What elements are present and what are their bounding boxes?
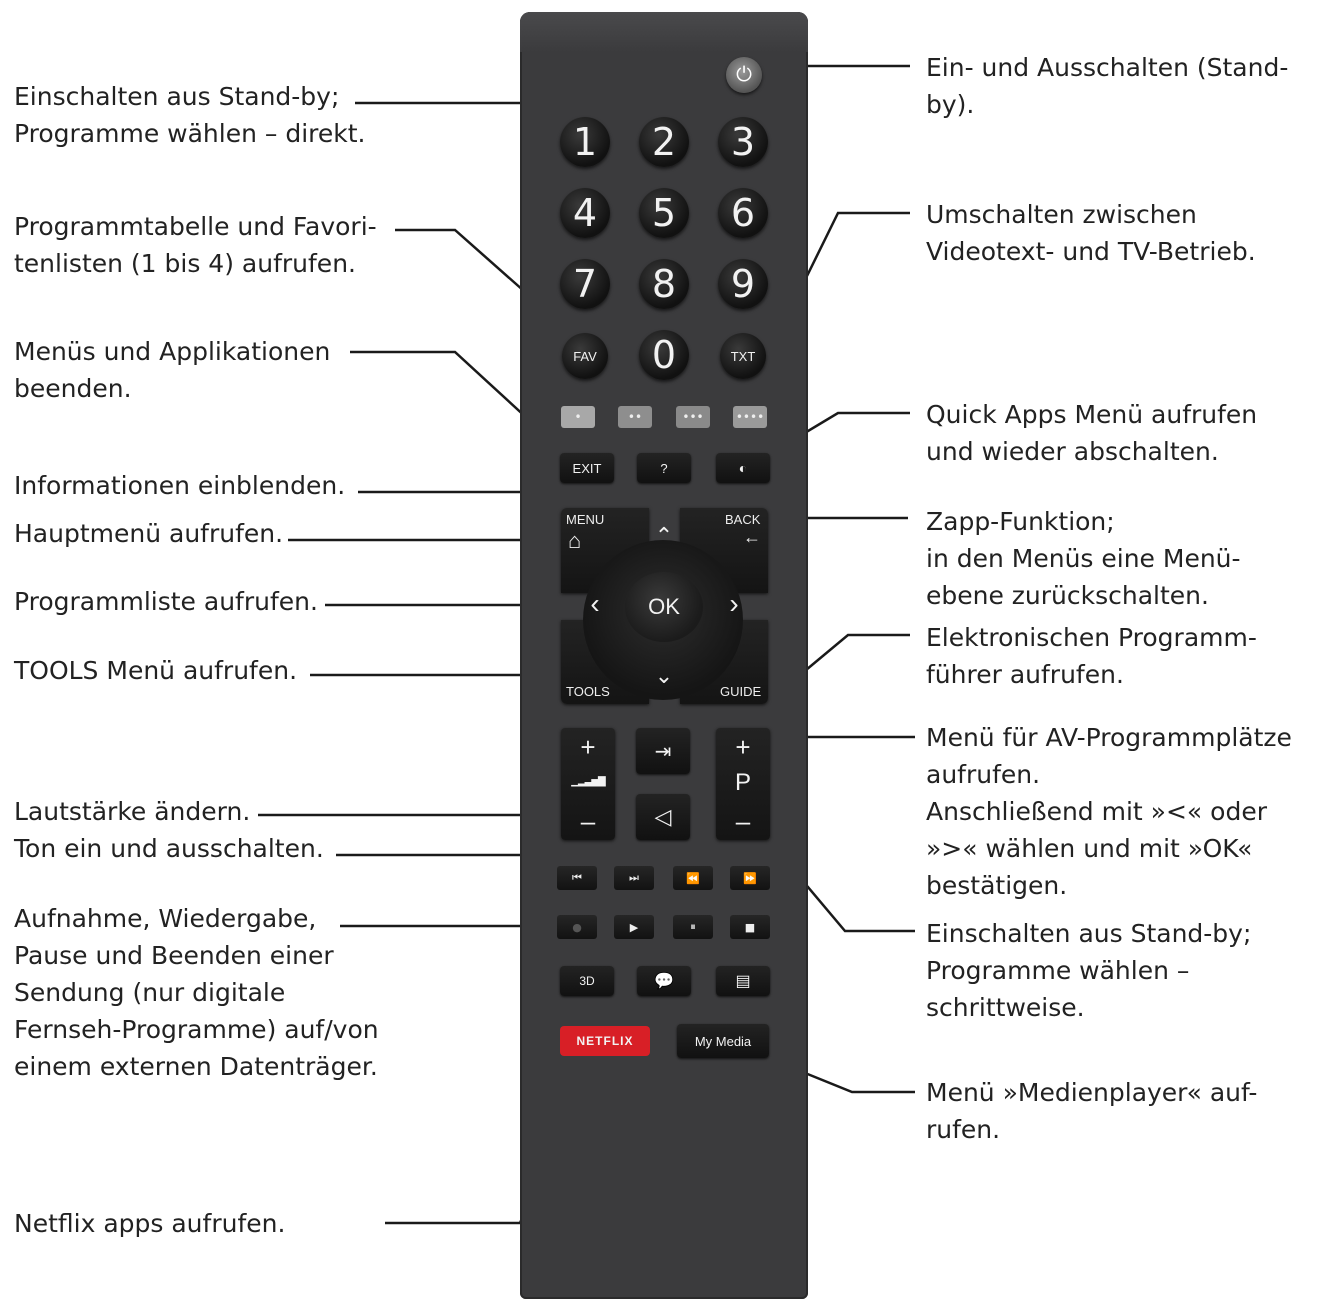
rewind-icon: ⏪ xyxy=(686,871,700,885)
txt-button[interactable]: TXT xyxy=(720,333,766,379)
remote-top xyxy=(520,12,808,52)
program-minus-button[interactable]: – xyxy=(735,805,751,836)
rewind-button[interactable]: ⏪ xyxy=(673,866,713,890)
power-button[interactable]: ⏻ xyxy=(726,57,762,93)
left-arrow-icon[interactable]: ‹ xyxy=(590,588,600,619)
quick-apps-button[interactable]: ◐ xyxy=(716,453,770,483)
program-label: P xyxy=(734,769,751,796)
input-source-icon: ⇥ xyxy=(654,740,672,763)
info-button[interactable]: ? xyxy=(637,453,691,483)
label-fav: Programmtabelle und Favori-tenlisten (1 … xyxy=(14,212,377,278)
ok-button[interactable]: OK xyxy=(625,572,703,642)
label-program: Einschalten aus Stand-by;Programme wähle… xyxy=(926,919,1252,1022)
program-rocker[interactable] xyxy=(716,728,770,840)
exit-button[interactable]: EXIT xyxy=(560,453,614,483)
3d-button[interactable]: 3D xyxy=(560,966,614,996)
label-menu: Hauptmenü aufrufen. xyxy=(14,519,284,548)
color-button-1[interactable]: • xyxy=(561,406,595,428)
digit-7-button[interactable]: 7 xyxy=(560,259,610,309)
digit-1-button[interactable]: 1 xyxy=(560,117,610,167)
home-icon: ⌂ xyxy=(568,528,582,553)
subtitle-button[interactable]: ▤ xyxy=(716,966,770,996)
digit-0-button[interactable]: 0 xyxy=(639,330,689,380)
quick-apps-icon: ◐ xyxy=(738,460,748,476)
fav-button[interactable]: FAV xyxy=(562,333,608,379)
label-info: Informationen einblenden. xyxy=(14,471,346,500)
av-source-button[interactable]: ⇥ xyxy=(636,728,690,774)
right-arrow-icon[interactable]: › xyxy=(729,588,739,619)
menu-label: MENU xyxy=(566,512,605,527)
stop-button[interactable]: ■ xyxy=(730,915,770,939)
color-button-4[interactable]: •••• xyxy=(733,406,767,428)
down-arrow-icon[interactable]: ⌄ xyxy=(654,663,674,688)
label-power: Ein- und Ausschalten (Stand-by). xyxy=(926,53,1289,119)
skip-back-icon: ⏮ xyxy=(572,871,582,884)
digit-6-button[interactable]: 6 xyxy=(718,188,768,238)
skip-back-button[interactable]: ⏮ xyxy=(557,866,597,890)
label-netflix: Netflix apps aufrufen. xyxy=(14,1209,286,1238)
pause-button[interactable]: ⏸ xyxy=(673,915,713,939)
volume-bars-icon: ▁▂▃▅▇ xyxy=(571,775,605,787)
label-transport: Aufnahme, Wiedergabe,Pause und Beenden e… xyxy=(14,904,379,1081)
stop-icon: ■ xyxy=(744,920,756,934)
record-icon: ● xyxy=(572,920,582,934)
speaker-mute-icon: ◁ xyxy=(654,804,672,829)
label-ok: Programmliste aufrufen. xyxy=(14,587,318,616)
digit-8-button[interactable]: 8 xyxy=(639,259,689,309)
up-arrow-icon[interactable]: ⌃ xyxy=(654,523,674,548)
fast-forward-icon: ⏩ xyxy=(743,871,757,885)
play-icon: ▶ xyxy=(629,920,639,934)
mute-button[interactable]: ◁ xyxy=(636,794,690,840)
color-button-2[interactable]: •• xyxy=(618,406,652,428)
record-button[interactable]: ● xyxy=(557,915,597,939)
audio-language-button[interactable]: 💬 xyxy=(637,966,691,996)
skip-forward-button[interactable]: ⏭ xyxy=(614,866,654,890)
label-volume-mute: Lautstärke ändern.Ton ein und ausschalte… xyxy=(14,797,324,863)
volume-minus-button[interactable]: – xyxy=(580,805,596,836)
tools-label: TOOLS xyxy=(566,684,610,699)
digit-5-button[interactable]: 5 xyxy=(639,188,689,238)
my-media-button[interactable]: My Media xyxy=(677,1024,769,1058)
volume-plus-button[interactable]: + xyxy=(580,731,596,762)
play-button[interactable]: ▶ xyxy=(614,915,654,939)
digit-4-button[interactable]: 4 xyxy=(560,188,610,238)
label-back: Zapp-Funktion;in den Menüs eine Menü-ebe… xyxy=(926,507,1241,610)
guide-label: GUIDE xyxy=(720,684,762,699)
label-my-media: Menü »Medienplayer« auf-rufen. xyxy=(926,1078,1258,1144)
label-digits: Einschalten aus Stand-by;Programme wähle… xyxy=(14,82,366,148)
color-button-3[interactable]: ••• xyxy=(676,406,710,428)
pause-icon: ⏸ xyxy=(690,920,696,933)
label-guide: Elektronischen Programm-führer aufrufen. xyxy=(926,623,1257,689)
speech-bubble-icon: 💬 xyxy=(654,973,674,990)
program-plus-button[interactable]: + xyxy=(735,731,751,762)
back-arrow-icon: ← xyxy=(743,527,761,547)
skip-forward-icon: ⏭ xyxy=(629,871,639,884)
subtitle-icon: ▤ xyxy=(735,973,751,990)
volume-rocker[interactable] xyxy=(561,728,615,840)
label-tools: TOOLS Menü aufrufen. xyxy=(14,656,298,685)
power-icon: ⏻ xyxy=(736,63,752,86)
netflix-button[interactable]: NETFLIX xyxy=(560,1026,650,1056)
digit-2-button[interactable]: 2 xyxy=(639,117,689,167)
fast-forward-button[interactable]: ⏩ xyxy=(730,866,770,890)
digit-9-button[interactable]: 9 xyxy=(718,259,768,309)
digit-3-button[interactable]: 3 xyxy=(718,117,768,167)
back-label: BACK xyxy=(725,512,761,527)
